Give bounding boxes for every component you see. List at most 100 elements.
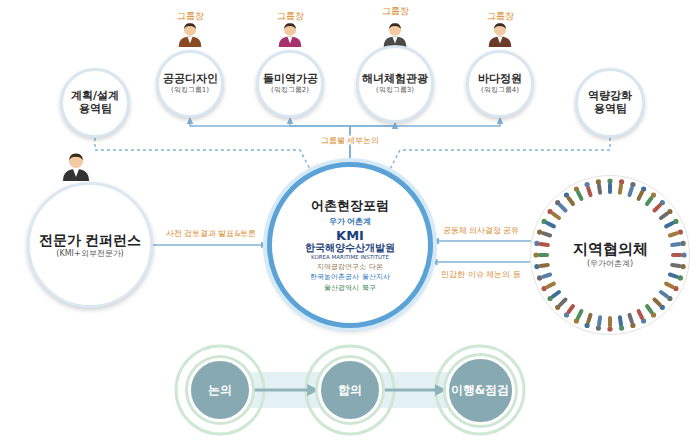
group-leader-label: 그룹장 xyxy=(177,10,204,23)
node-content: 해녀체험관광(워킹그룹3) xyxy=(362,73,428,94)
crowd-figure xyxy=(543,275,550,277)
arrow-connector xyxy=(431,261,530,262)
node-text: (우가어촌계) xyxy=(587,259,633,268)
node-content: 어촌현장포럼우가 어촌계 KMI한국해양수산개발원KOREA MARITIME I… xyxy=(305,198,395,292)
node-text: 공공디자인 xyxy=(163,73,218,86)
crowd-figure xyxy=(560,205,565,210)
crowd-figure xyxy=(588,188,590,195)
crowd-figure xyxy=(608,185,612,193)
group-leader-label: 그룹장 xyxy=(277,10,304,23)
crowd-figure xyxy=(560,300,565,305)
person-icon xyxy=(489,23,512,47)
crowd-figure xyxy=(547,284,554,287)
group-leader-label: 그룹장 xyxy=(487,10,514,23)
crowd-figure xyxy=(620,185,621,192)
node-content: 역량강화 용역팀 xyxy=(582,90,638,116)
node-text: 어촌현장포럼 xyxy=(311,198,389,213)
group-circle: 돌미역가공(워킹그룹2)그룹장 xyxy=(256,50,324,118)
conference-circle: 전문가 컨퍼런스(KMI+외부전문가) xyxy=(27,182,153,308)
node-text: 지역협의체 xyxy=(573,241,648,259)
group-leader-label: 그룹장 xyxy=(382,5,409,18)
crowd-figure xyxy=(608,318,612,326)
node-content: 공공디자인(워킹그룹1) xyxy=(163,73,218,94)
crowd-figure xyxy=(630,188,632,195)
node-content: 바다정원(워킹그룹4) xyxy=(478,73,522,94)
crowd-figure xyxy=(599,185,600,192)
node-text: (워킹그룹2) xyxy=(271,86,309,94)
crowd-figure xyxy=(672,265,679,266)
node-text: 지역공감연구소 다온 xyxy=(317,263,382,271)
process-arc xyxy=(306,346,394,434)
step-circle: 합의 xyxy=(318,358,382,422)
crowd-figure xyxy=(543,233,550,235)
node-text: 우가 어촌계 xyxy=(329,218,372,227)
dashed-connector xyxy=(389,138,610,172)
node-text: (워킹그룹4) xyxy=(481,86,519,94)
arrow-connector xyxy=(153,244,267,245)
step-circle: 이행&점검 xyxy=(446,356,515,425)
node-text: KMI xyxy=(336,229,364,242)
node-content: 합의 xyxy=(338,383,362,397)
person-icon xyxy=(279,23,302,47)
crowd-figure xyxy=(673,253,681,257)
crowd-figure xyxy=(588,315,590,322)
crowd-figure xyxy=(670,233,677,235)
team-circle: 역량강화 용역팀 xyxy=(575,68,645,138)
crowd-figure xyxy=(661,292,667,296)
crowd-figure xyxy=(540,265,547,266)
group-circle: 해녀체험관광(워킹그룹3)그룹장 xyxy=(356,45,434,123)
group-circle: 바다정원(워킹그룹4)그룹장 xyxy=(466,50,534,118)
crowd-figure xyxy=(547,223,554,226)
node-text: 전문가 컨퍼런스 xyxy=(39,232,142,249)
crowd-figure xyxy=(569,198,573,204)
crowd-figure xyxy=(647,198,651,204)
node-content: 이행&점검 xyxy=(451,383,509,397)
node-content: 논의 xyxy=(208,383,232,397)
edge-label: 그룹별 세부논의 xyxy=(319,136,381,145)
crowd-figure xyxy=(569,306,573,312)
crowd-figure xyxy=(630,315,632,322)
edge-label: 민감한 이슈 제논의 등 xyxy=(439,270,522,279)
crowd-figure xyxy=(666,284,673,287)
crowd-figure xyxy=(666,223,673,226)
crowd-figure xyxy=(578,311,581,318)
crowd-figure xyxy=(655,300,660,305)
process-arc xyxy=(176,346,264,434)
node-text: 한국해양수산개발원 xyxy=(305,242,395,253)
node-text: 한국농어촌공사 울산지사 xyxy=(310,273,389,281)
crowd-figure xyxy=(540,253,548,257)
node-text: 논의 xyxy=(208,383,232,397)
node-text: 돌미역가공 xyxy=(263,73,318,86)
crowd-figure xyxy=(553,214,559,218)
edge-label: 사전 검토결과 발표&토론 xyxy=(164,229,259,238)
node-text: (워킹그룹1) xyxy=(171,86,209,94)
node-text: 울산광역시 북구 xyxy=(324,284,375,292)
crowd-figure xyxy=(670,275,677,277)
crowd-figure xyxy=(599,317,600,324)
arrow-connector xyxy=(252,389,318,392)
node-text: (KMI+외부전문가) xyxy=(56,249,123,258)
node-content: 지역협의체(우가어촌계) xyxy=(573,241,648,268)
person-icon xyxy=(179,23,202,47)
node-text: 바다정원 xyxy=(478,73,522,86)
crowd-figure xyxy=(661,214,667,218)
step-circle: 논의 xyxy=(188,358,252,422)
crowd-figure xyxy=(639,311,642,318)
crowd-figure xyxy=(639,192,642,199)
node-text: 합의 xyxy=(338,383,362,397)
node-text: 해녀체험관광 xyxy=(362,73,428,86)
node-content: 전문가 컨퍼런스(KMI+외부전문가) xyxy=(39,232,142,258)
node-text: 이행&점검 xyxy=(451,383,509,397)
edge-label: 공동체 의사결정 공유 xyxy=(441,226,522,235)
arrow-connector xyxy=(382,389,446,392)
node-text: KOREA MARITIME INSTITUTE xyxy=(311,254,389,260)
team-circle: 계획/설계 용역팀 xyxy=(60,68,130,138)
crowd-figure xyxy=(620,317,621,324)
crowd-figure xyxy=(647,306,651,312)
crowd-figure xyxy=(578,192,581,199)
arrow-connector xyxy=(433,240,531,241)
forum-circle: 어촌현장포럼우가 어촌계 KMI한국해양수산개발원KOREA MARITIME I… xyxy=(267,162,433,328)
node-content: 돌미역가공(워킹그룹2) xyxy=(263,73,318,94)
node-text: 역량강화 용역팀 xyxy=(582,90,638,116)
